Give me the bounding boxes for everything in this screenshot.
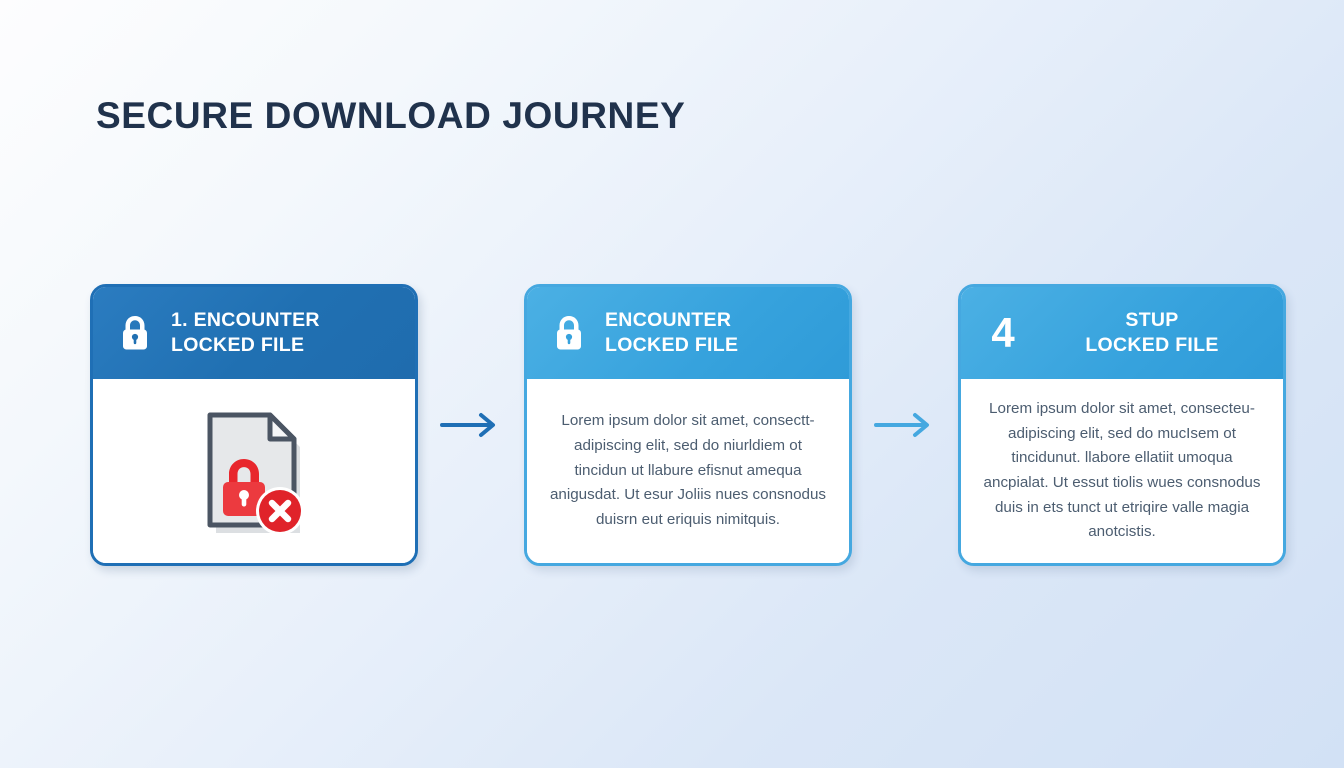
step-2-description: Lorem ipsum dolor sit amet, consectt- ad… — [549, 412, 827, 528]
locked-file-error-illustration — [188, 399, 320, 543]
step-3-header: 4 StupLocked File — [961, 287, 1283, 379]
step-2-header: EncounterLocked File — [527, 287, 849, 379]
flow-arrow-2 — [852, 410, 958, 440]
step-1-title: 1. EncounterLocked File — [171, 309, 320, 356]
flow-arrow-1 — [418, 410, 524, 440]
step-1-header: 1. EncounterLocked File — [93, 287, 415, 379]
step-2-title: EncounterLocked File — [605, 309, 739, 356]
step-3-body: Lorem ipsum dolor sit amet, consecteu- a… — [961, 379, 1283, 563]
arrow-right-icon — [874, 413, 929, 437]
step-1-body — [93, 379, 415, 563]
step-3-description: Lorem ipsum dolor sit amet, consecteu- a… — [983, 400, 1261, 541]
arrow-right-icon — [440, 413, 495, 437]
page-title: Secure Download Journey — [96, 95, 686, 136]
step-2-body: Lorem ipsum dolor sit amet, consectt- ad… — [527, 379, 849, 563]
process-flow: 1. EncounterLocked File — [90, 284, 1286, 566]
lock-icon — [113, 313, 157, 353]
step-card-1[interactable]: 1. EncounterLocked File — [90, 284, 418, 566]
step-3-number: 4 — [991, 309, 1015, 356]
step-3-title: StupLocked File — [1085, 309, 1219, 356]
lock-icon — [547, 313, 591, 353]
step-card-3[interactable]: 4 StupLocked File Lorem ipsum dolor sit … — [958, 284, 1286, 566]
step-number-badge: 4 — [981, 312, 1025, 354]
step-card-2[interactable]: EncounterLocked File Lorem ipsum dolor s… — [524, 284, 852, 566]
